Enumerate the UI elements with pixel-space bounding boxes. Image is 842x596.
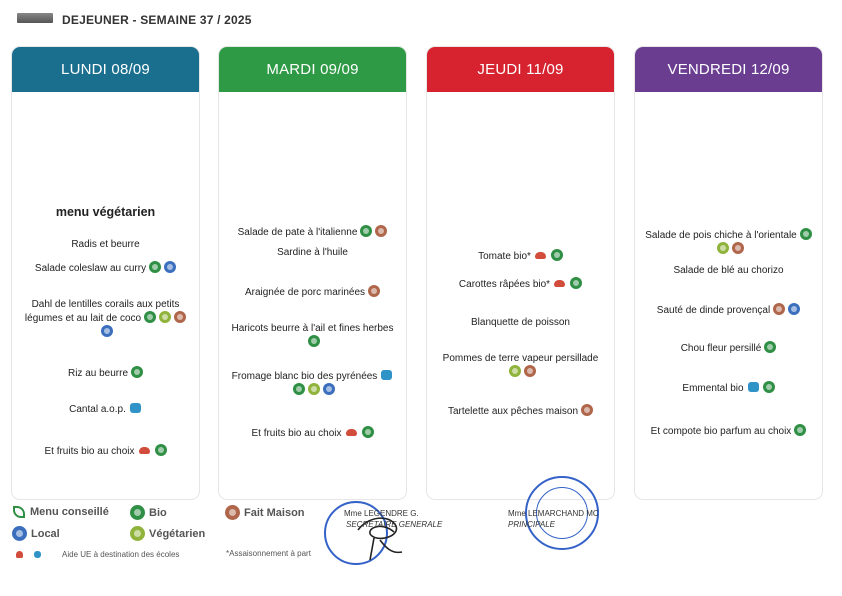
- menu-item: Sauté de dinde provençal: [641, 303, 816, 317]
- legend-bio: Bio: [130, 505, 167, 520]
- menu-item: menu végétarien: [55, 205, 156, 219]
- signatory-right-name: Mme LEMARCHAND MC: [508, 509, 599, 518]
- menu-item: Salade coleslaw au curry: [18, 261, 193, 275]
- menu-item: Dahl de lentilles corails aux petits lég…: [18, 298, 193, 339]
- vegetarien-icon: [508, 365, 521, 377]
- aide-ue-blue-icon: [747, 381, 760, 393]
- bio-icon: [361, 426, 374, 438]
- menu-item: Blanquette de poisson: [471, 317, 570, 328]
- bio-icon: [570, 277, 583, 289]
- legend-fait-maison: Fait Maison: [225, 505, 305, 520]
- local-icon: [101, 325, 113, 337]
- menu-item: Carottes râpées bio*: [433, 277, 608, 291]
- bio-icon: [154, 444, 167, 456]
- menu-item: Araignée de porc marinées: [225, 285, 400, 299]
- menu-item: Haricots beurre à l'ail et fines herbes: [225, 322, 400, 349]
- aide-ue-blue-icon: [380, 369, 393, 381]
- day-header: JEUDI 11/09: [427, 47, 614, 92]
- signatory-right-role: PRINCIPALE: [508, 520, 555, 529]
- sprout-icon: [12, 505, 26, 519]
- legend: Menu conseillé Bio Fait Maison Local Vég…: [12, 505, 305, 567]
- legend-aide-ue-label: Aide UE à destination des écoles: [62, 550, 180, 559]
- seasoning-note: *Assaisonnement à part: [226, 549, 311, 558]
- day-header: VENDREDI 12/09: [635, 47, 822, 92]
- day-card-jeudi: JEUDI 11/09 Tomate bio* Carottes râpées …: [426, 46, 615, 500]
- bio-icon: [130, 505, 145, 520]
- day-card-lundi: LUNDI 08/09 menu végétarien Radis et beu…: [11, 46, 200, 500]
- bio-icon: [149, 261, 162, 273]
- menu-item: Emmental bio: [641, 381, 816, 395]
- fait-maison-icon: [731, 242, 744, 254]
- fait-maison-icon: [375, 225, 388, 237]
- fait-maison-icon: [174, 311, 187, 323]
- bio-icon: [360, 225, 373, 237]
- aide-ue-red-icon: [138, 445, 152, 456]
- page-title: DEJEUNER - SEMAINE 37 / 2025: [62, 13, 252, 27]
- bio-icon: [794, 424, 807, 436]
- legend-local: Local: [12, 526, 60, 541]
- local-icon: [12, 526, 27, 541]
- menu-item: Sardine à l'huile: [277, 247, 348, 258]
- menu-item: Cantal a.o.p.: [18, 402, 193, 416]
- legend-vegetarien: Végétarien: [130, 526, 205, 541]
- menu-item: Salade de pate à l'italienne: [225, 225, 400, 239]
- school-stamp-right-inner: [536, 487, 588, 539]
- bio-icon: [799, 228, 812, 240]
- menu-item: Chou fleur persillé: [641, 341, 816, 355]
- fait-maison-icon: [581, 404, 594, 416]
- local-icon: [788, 303, 801, 315]
- school-stamp-right: [525, 476, 599, 550]
- signatory-left-name: Mme LEGENDRE G.: [344, 509, 419, 518]
- bio-icon: [764, 341, 777, 353]
- vegetarien-icon: [159, 311, 172, 323]
- aide-ue-red-icon: [345, 427, 359, 438]
- menu-item: Et fruits bio au choix: [18, 444, 193, 458]
- school-logo: [17, 13, 53, 23]
- fait-maison-icon: [523, 365, 536, 377]
- bio-icon: [762, 381, 775, 393]
- aide-ue-blue-icon: [129, 402, 142, 414]
- legend-menu-conseille: Menu conseillé: [12, 505, 109, 519]
- day-card-mardi: MARDI 09/09 Salade de pate à l'italienne…: [218, 46, 407, 500]
- signature-left: [357, 517, 403, 561]
- menu-item: Salade de pois chiche à l'orientale: [641, 228, 816, 256]
- menu-item: Tomate bio*: [433, 249, 608, 263]
- local-icon: [164, 261, 177, 273]
- menu-item: Radis et beurre: [71, 239, 140, 250]
- menu-item: Et fruits bio au choix: [225, 426, 400, 440]
- fait-maison-icon: [368, 285, 381, 297]
- local-icon: [323, 383, 335, 395]
- bio-icon: [131, 366, 144, 378]
- menu-item: Riz au beurre: [18, 366, 193, 380]
- aide-ue-red-icon: [12, 547, 26, 560]
- day-header: MARDI 09/09: [219, 47, 406, 92]
- aide-ue-blue-icon: [30, 547, 44, 560]
- aide-ue-red-icon: [534, 250, 548, 261]
- bio-icon: [308, 335, 320, 347]
- vegetarien-icon: [716, 242, 729, 254]
- day-header: LUNDI 08/09: [12, 47, 199, 92]
- school-stamp-left: [324, 501, 388, 565]
- day-card-vendredi: VENDREDI 12/09 Salade de pois chiche à l…: [634, 46, 823, 500]
- legend-aide-ue: [12, 547, 48, 560]
- vegetarien-icon: [308, 383, 320, 395]
- bio-icon: [550, 249, 563, 261]
- menu-item: Tartelette aux pêches maison: [433, 404, 608, 418]
- menu-item: Salade de blé au chorizo: [673, 265, 784, 276]
- menu-item: Et compote bio parfum au choix: [641, 424, 816, 438]
- signatory-left-role: SECRETAIRE GENERALE: [346, 520, 443, 529]
- fait-maison-icon: [773, 303, 786, 315]
- vegetarien-icon: [130, 526, 145, 541]
- aide-ue-red-icon: [553, 278, 567, 289]
- menu-item: Pommes de terre vapeur persillade: [433, 352, 608, 379]
- menu-item: Fromage blanc bio des pyrénées: [225, 369, 400, 397]
- fait-maison-icon: [225, 505, 240, 520]
- bio-icon: [144, 311, 157, 323]
- bio-icon: [293, 383, 305, 395]
